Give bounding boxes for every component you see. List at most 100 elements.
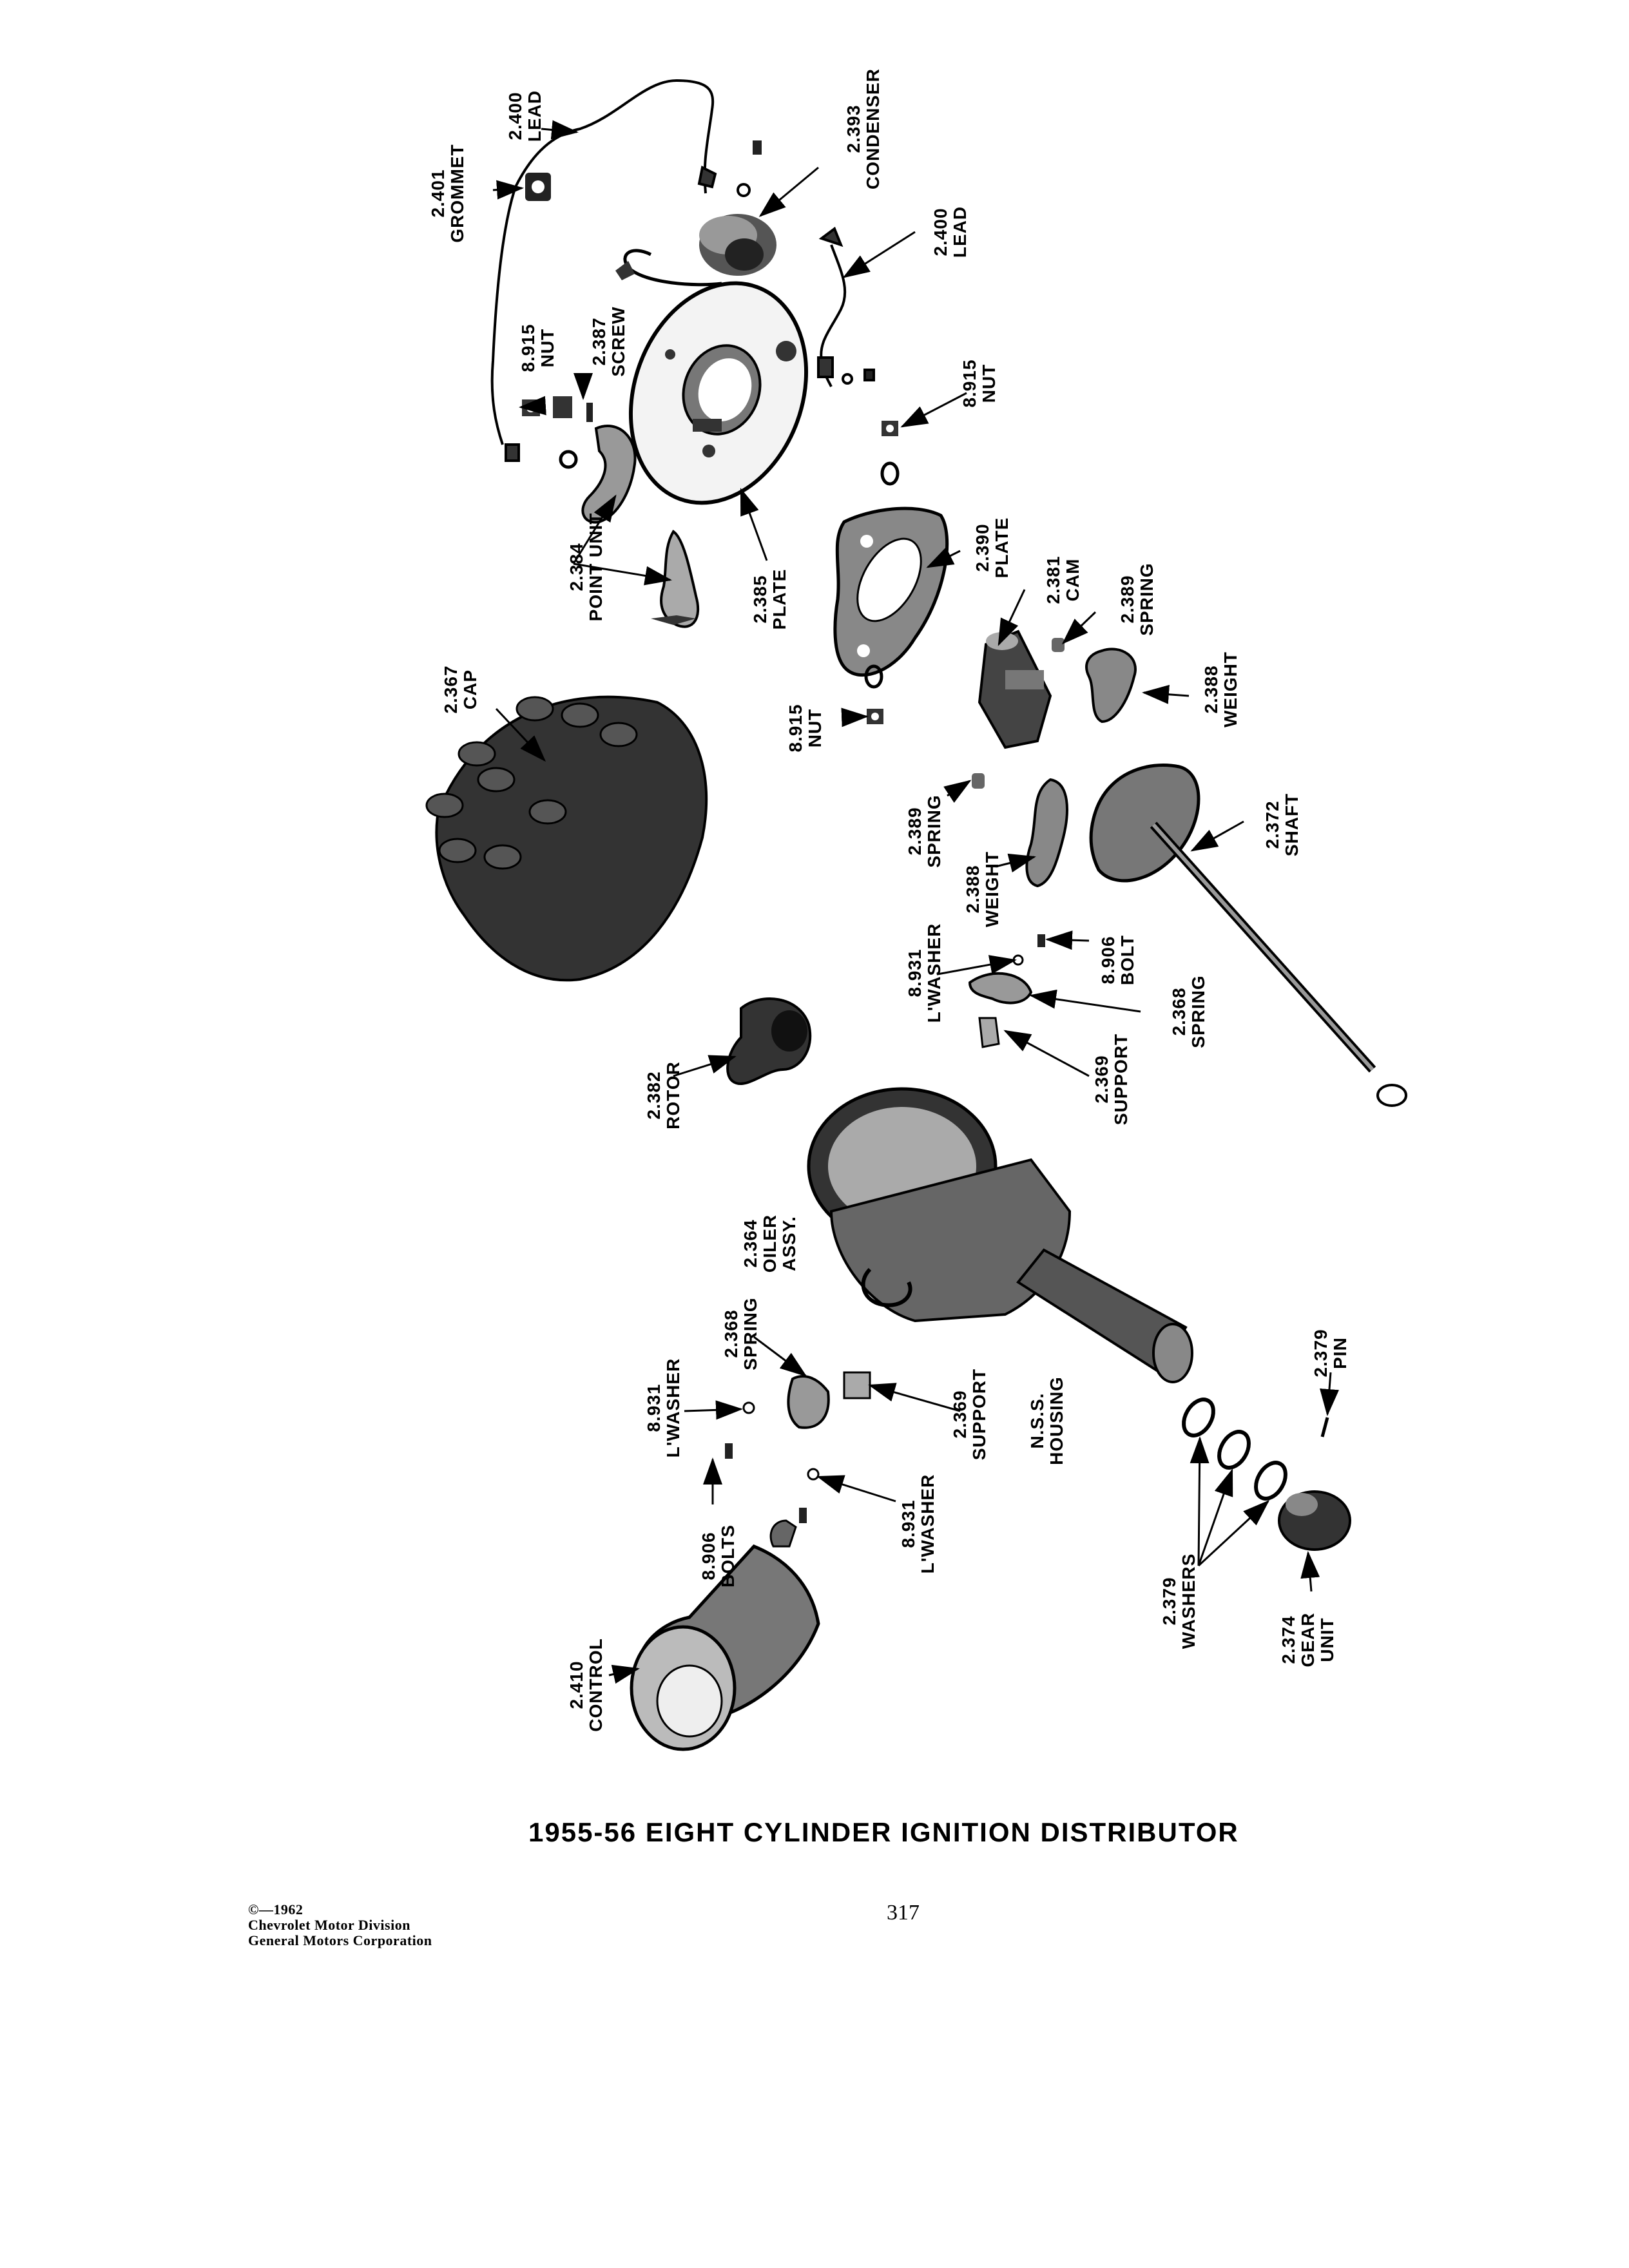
label-support-lower: 2.369 SUPPORT [950,1353,989,1475]
weight-upper [1085,648,1137,724]
label-num: 8.915 [518,323,538,372]
label-name: OILER [760,1214,780,1273]
label-name: SPRING [924,794,944,868]
breaker-plate [628,281,809,505]
support-plate [833,506,949,677]
label-lead-right: 2.400 LEAD [930,177,970,287]
label-weight-upper: 2.388 WEIGHT [1201,635,1240,744]
label-num: 2.369 [950,1390,970,1439]
label-spring-clip-lower: 2.368 SPRING [721,1279,760,1389]
cam [978,629,1052,749]
label-num: 2.381 [1043,555,1063,604]
label-spring-lower: 2.389 SPRING [905,776,944,886]
label-num: 2.367 [441,665,461,714]
housing [807,1087,1193,1383]
label-shaft: 2.372 SHAFT [1262,776,1302,873]
grommet [525,173,551,201]
label-name: HOUSING [1046,1376,1066,1465]
label-num: 2.368 [1169,987,1189,1036]
pin [1320,1417,1329,1437]
label-num: 8.931 [905,948,925,997]
label-name: L'WASHER [663,1358,683,1458]
label-spring-upper: 2.389 SPRING [1117,544,1157,654]
label-num: 2.393 [843,104,863,153]
label-spring-clip-upper: 2.368 SPRING [1169,957,1208,1066]
label-name: GEAR [1298,1612,1318,1667]
washers [1182,1398,1287,1501]
label-point-unit: 2.384 POINT UNIT [566,470,606,664]
label-weight-lower: 2.388 WEIGHT [963,834,1002,944]
vacuum-control [630,1519,820,1751]
gear-unit [1278,1490,1351,1551]
label-num: 2.372 [1262,800,1282,849]
label-nut-mid: 8.915 NUT [786,680,825,776]
label-name: NUT [805,708,825,748]
nut-right [880,421,900,486]
label-name: WEIGHT [982,851,1002,927]
label-bolt-upper: 8.906 BOLT [1098,912,1137,1008]
label-name: POINT UNIT [586,512,606,622]
label-name: SPRING [740,1297,760,1370]
label-num: 2.384 [566,543,586,591]
label-name: SCREW [608,306,628,377]
label-pin: 2.379 PIN [1311,1305,1350,1401]
label-num: 2.379 [1311,1329,1331,1378]
lead-wire-right [817,226,875,387]
label-num: 2.390 [972,523,992,572]
label-num: 2.400 [930,207,950,256]
copyright-line: ©—1962 [248,1901,304,1917]
label-screw: 2.387 SCREW [589,287,628,396]
label-name: SUPPORT [1111,1033,1131,1126]
nut-mid [864,664,883,724]
label-num: N.S.S. [1027,1392,1047,1449]
shaft [1089,764,1407,1107]
label-plate-breaker: 2.385 PLATE [750,544,789,654]
label-rotor: 2.382 ROTOR [644,1047,683,1144]
label-lwasher-upper: 8.931 L'WASHER [905,902,944,1044]
page-number: 317 [887,1901,920,1925]
rotor [726,997,812,1085]
label-oiler: 2.364 OILER ASSY. [740,1195,799,1292]
label-name: ROTOR [663,1061,683,1129]
label-name: NUT [537,328,557,368]
label-condenser: 2.393 CONDENSER [843,39,883,219]
condenser [615,214,776,287]
label-grommet: 2.401 GROMMET [428,126,467,261]
label-bolts: 8.906 BOLTS [699,1508,738,1604]
copyright-division: Chevrolet Motor Division [248,1917,410,1933]
label-num: 2.364 [740,1219,760,1268]
weight-lower [1025,778,1068,888]
label-num: 2.374 [1278,1615,1298,1664]
label-name: PLATE [992,517,1012,579]
small-screw-top [737,140,762,197]
label-name: WASHERS [1179,1553,1199,1649]
label-name: BOLTS [718,1524,738,1588]
label-num: 2.389 [1117,575,1137,624]
label-plate-support: 2.390 PLATE [972,493,1012,602]
label-num: 2.389 [905,807,925,856]
spring-upper [1052,638,1065,652]
label-name: L'WASHER [924,923,944,1023]
label-num: 2.382 [644,1071,664,1120]
label-name: NUT [979,363,999,403]
label-name: SPRING [1137,562,1157,636]
label-control: 2.410 CONTROL [566,1624,606,1746]
label-name: PLATE [769,568,789,630]
leader-lines [492,120,1339,1684]
label-nut-left: 8.915 NUT [518,300,557,396]
label-name: CAM [1063,558,1083,602]
label-name: BOLT [1117,934,1137,986]
label-name: CONDENSER [863,68,883,189]
label-name: WEIGHT [1220,651,1240,727]
figure-caption: 1955-56 EIGHT CYLINDER IGNITION DISTRIBU… [528,1817,1239,1847]
copyright-block: ©—1962 Chevrolet Motor Division General … [248,1902,432,1948]
label-support-upper: 2.369 SUPPORT [1092,1018,1131,1140]
label-num: 8.906 [699,1532,718,1581]
label-name: SPRING [1188,975,1208,1048]
label-num: 2.400 [505,91,525,140]
label-num: 2.379 [1159,1577,1179,1626]
label-name: CAP [460,669,480,710]
upper-clip-group [968,934,1045,1048]
label-name: L'WASHER [918,1474,938,1574]
